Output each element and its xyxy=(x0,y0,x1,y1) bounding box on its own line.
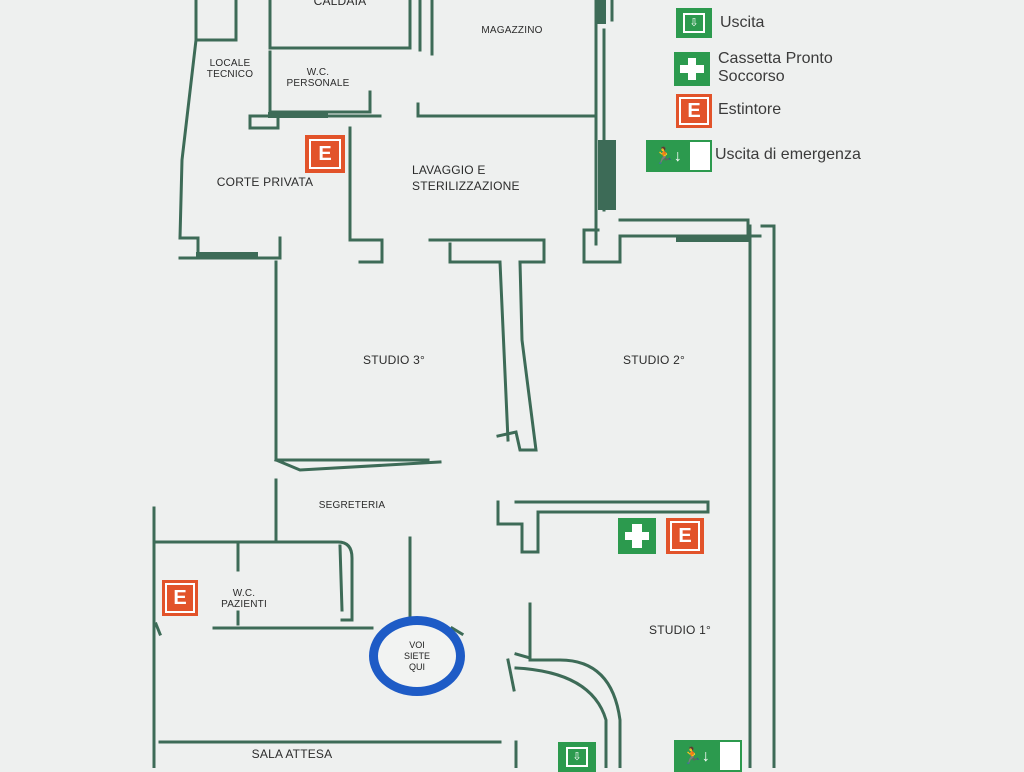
wall xyxy=(676,236,750,242)
extinguisher-letter: E xyxy=(309,138,341,170)
legend-exit-glyph: ⇩ xyxy=(683,13,705,33)
legend-exit-label: Uscita xyxy=(720,14,765,31)
room-label-studio-2: STUDIO 2° xyxy=(623,353,685,367)
exit-arrow-glyph: ⇩ xyxy=(565,747,589,767)
wall xyxy=(506,658,516,692)
wall xyxy=(760,224,776,768)
wall xyxy=(274,458,442,472)
wall xyxy=(154,622,162,636)
wall xyxy=(598,140,616,210)
room-label-wc-personale: W.C. PERSONALE xyxy=(286,67,350,89)
room-label-sala-attesa: SALA ATTESA xyxy=(251,747,333,761)
extinguisher-icon: E xyxy=(305,135,345,173)
wall xyxy=(416,102,598,118)
wall xyxy=(496,500,710,554)
emergency-exit-door-panel xyxy=(720,742,740,770)
legend-exit-icon: ⇩ xyxy=(676,8,712,38)
legend-extinguisher-letter: E xyxy=(679,97,709,125)
you-are-here-label: VOI SIETE QUI xyxy=(403,639,430,672)
wall xyxy=(514,602,532,660)
legend-running-person-glyph: 🏃↓ xyxy=(654,148,682,165)
wall xyxy=(448,242,510,442)
room-label-corte-privata: CORTE PRIVATA xyxy=(216,175,314,189)
extinguisher-letter: E xyxy=(165,583,195,613)
legend-first-aid-label: Cassetta Pronto Soccorso xyxy=(718,50,833,85)
wall xyxy=(514,666,608,768)
first-aid-icon xyxy=(618,518,656,554)
extinguisher-icon: E xyxy=(666,518,704,554)
exit-icon: ⇩ xyxy=(558,742,596,772)
extinguisher-icon: E xyxy=(162,580,198,616)
wall xyxy=(449,625,465,637)
wall xyxy=(338,544,344,612)
wall xyxy=(582,228,762,264)
room-label-locale-tecnico: LOCALE TECNICO xyxy=(206,58,254,80)
legend-emergency-door-panel xyxy=(690,142,710,170)
emergency-exit-icon: 🏃↓ xyxy=(674,740,742,772)
room-label-studio-1: STUDIO 1° xyxy=(649,623,711,637)
room-label-magazzino: MAGAZZINO xyxy=(481,25,543,36)
wall xyxy=(248,114,280,130)
you-are-here-marker: VOI SIETE QUI xyxy=(369,616,465,696)
room-label-lavaggio: LAVAGGIO E STERILIZZAZIONE xyxy=(412,163,520,193)
legend-emergency-exit-label: Uscita di emergenza xyxy=(715,146,861,163)
wall xyxy=(196,252,258,258)
wall xyxy=(348,126,384,264)
legend-extinguisher-icon: E xyxy=(676,94,712,128)
legend-first-aid-icon xyxy=(674,52,710,86)
extinguisher-letter: E xyxy=(669,521,701,551)
wall xyxy=(428,238,546,452)
running-person-glyph: 🏃↓ xyxy=(682,748,710,765)
room-label-segreteria: SEGRETERIA xyxy=(318,500,386,511)
room-label-top: CALDAIA xyxy=(313,0,367,8)
wall xyxy=(528,658,622,768)
wall xyxy=(618,218,750,238)
wall xyxy=(194,0,238,42)
room-label-wc-pazienti: W.C. PAZIENTI xyxy=(221,588,267,610)
room-label-studio-3: STUDIO 3° xyxy=(363,353,425,367)
wall xyxy=(154,540,354,622)
wall xyxy=(268,0,412,50)
legend-emergency-exit-icon: 🏃↓ xyxy=(646,140,712,172)
legend-extinguisher-label: Estintore xyxy=(718,101,782,118)
wall xyxy=(268,112,328,118)
wall xyxy=(178,38,198,240)
wall xyxy=(596,0,606,24)
